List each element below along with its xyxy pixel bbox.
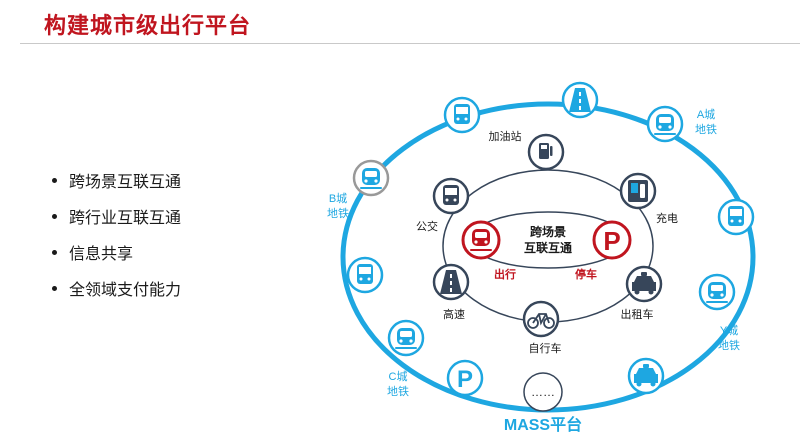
more-label: …… <box>531 385 555 399</box>
metro-icon <box>706 282 728 303</box>
center-label: 互联互通 <box>524 240 572 255</box>
list-item-text: 跨行业互联互通 <box>69 210 182 227</box>
charging-node <box>619 172 657 210</box>
outer-label: C城 <box>389 370 408 383</box>
outer-highway-node <box>561 81 599 119</box>
bullet-icon <box>52 250 57 256</box>
outer-bus-node-right <box>717 198 755 236</box>
a-city-metro-node <box>646 105 684 143</box>
c-city-metro-node <box>387 319 425 357</box>
outer-label: 地铁 <box>695 123 717 136</box>
inner-label-bike: 自行车 <box>529 341 562 355</box>
metro-icon <box>470 229 492 251</box>
outer-label: 地铁 <box>387 385 409 398</box>
list-item-text: 全领域支付能力 <box>69 282 182 299</box>
hub-label-travel: 出行 <box>494 267 516 281</box>
list-item: 跨行业互联互通 <box>52 204 181 240</box>
outer-bus-node-left <box>346 256 384 294</box>
gas-station-node <box>527 133 565 171</box>
bus-icon <box>454 104 470 124</box>
parking-hub: P <box>592 220 632 260</box>
outer-label: Y城 <box>720 324 738 337</box>
bike-node <box>522 300 560 338</box>
highway-node <box>432 263 470 301</box>
inner-label-charging: 充电 <box>656 211 678 225</box>
outer-label: B城 <box>329 192 347 205</box>
parking-icon: P <box>457 366 473 393</box>
bicycle-icon <box>527 313 555 329</box>
bullet-icon <box>52 214 57 220</box>
metro-icon <box>360 168 382 189</box>
metro-icon <box>395 328 417 349</box>
taxi-icon <box>632 272 656 295</box>
bullet-icon <box>52 286 57 292</box>
center-label: 跨场景 <box>530 225 566 239</box>
list-item-text: 信息共享 <box>69 246 134 263</box>
hub-label-parking: 停车 <box>575 267 597 281</box>
fuel-icon <box>539 143 553 159</box>
bus-node <box>432 177 470 215</box>
outer-parking-node: P <box>446 359 484 397</box>
highway-icon <box>440 270 462 294</box>
outer-bus-node <box>443 96 481 134</box>
feature-list: 跨场景互联互通 跨行业互联互通 信息共享 全领域支付能力 <box>52 168 181 312</box>
metro-icon <box>654 114 676 135</box>
inner-label-highway: 高速 <box>443 307 465 321</box>
list-item-text: 跨场景互联互通 <box>69 174 182 191</box>
inner-label-bus: 公交 <box>416 219 438 233</box>
bus-icon <box>443 185 459 205</box>
inner-label-gas: 加油站 <box>489 129 522 143</box>
bus-icon <box>357 264 373 284</box>
title-divider <box>20 43 800 44</box>
outer-taxi-node <box>627 357 665 395</box>
b-city-metro-node <box>352 159 390 197</box>
taxi-icon <box>634 364 658 387</box>
page-title: 构建城市级出行平台 <box>44 13 252 38</box>
outer-label: 地铁 <box>327 207 349 220</box>
outer-label: 地铁 <box>718 339 740 352</box>
platform-label: MASS平台 <box>504 415 582 434</box>
travel-hub <box>461 220 501 260</box>
taxi-node <box>625 265 663 303</box>
y-city-metro-node <box>698 273 736 311</box>
list-item: 信息共享 <box>52 240 181 276</box>
list-item: 全领域支付能力 <box>52 276 181 312</box>
outer-label: A城 <box>697 108 715 121</box>
list-item: 跨场景互联互通 <box>52 168 181 204</box>
more-node: …… <box>523 372 563 412</box>
bus-icon <box>728 206 744 226</box>
charging-icon <box>628 180 648 202</box>
highway-icon <box>569 88 591 112</box>
bullet-icon <box>52 178 57 184</box>
inner-label-taxi: 出租车 <box>621 307 654 321</box>
parking-icon: P <box>603 226 620 256</box>
